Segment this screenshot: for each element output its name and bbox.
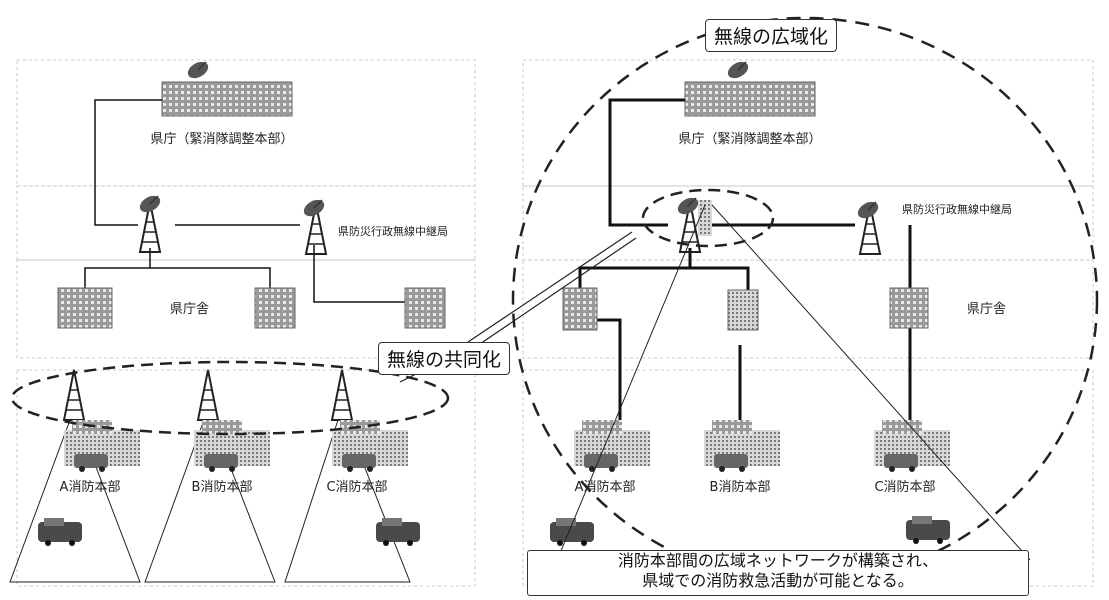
left-unit-c-truck-icon [376,518,420,546]
joint-use-callout: 無線の共同化 [378,342,511,375]
left-unit-b-coverage [144,419,276,583]
right-unit-a-label: A消防本部 [575,479,636,495]
bottom-note-line-1: 消防本部間の広域ネットワークが構築され、 [617,551,939,570]
left-unit-c-label: C消防本部 [326,479,387,495]
right-unit-c-label: C消防本部 [874,479,935,495]
left-hq-dish-icon [184,57,212,83]
right-pref-building-icon [562,287,598,331]
left-unit-b: B消防本部 [144,369,276,583]
right-hq-label: 県庁（緊消隊調整本部） [678,131,821,147]
right-unit-b: B消防本部 [704,420,780,495]
left-hq-building-icon [161,81,293,117]
left-pref-building-2-icon [254,287,296,329]
wide-area-callout: 無線の広域化 [705,19,838,52]
right-unit-b-building-icon [704,420,780,472]
right-unit-a: A消防本部 [550,420,650,546]
left-unit-b-building-icon [194,420,270,472]
right-repeater-icon [698,200,712,236]
right-hq-dish-icon [724,57,752,83]
right-unit-c-truck-icon [906,516,950,544]
right-hq-building-icon [684,81,816,117]
left-unit-c: C消防本部 [284,369,420,583]
right-pref-building-2-icon [727,289,759,331]
right-row-building [522,259,1094,359]
joint-pointer-line-1 [467,231,633,343]
left-unit-b-tower-icon [197,369,219,421]
left-joint-ellipse [10,360,450,436]
left-pref-building-icon [57,287,113,329]
right-building-link [578,266,750,318]
left-tower-dish-icon [136,191,164,217]
left-unit-a-tower-icon [63,369,85,421]
left-row-relay [16,185,476,261]
left-unit-c-building-icon [332,420,408,472]
right-relay-label: 県防災行政無線中継局 [902,202,1012,216]
right-unit-c: C消防本部 [874,420,950,544]
left-relay-label: 県防災行政無線中継局 [338,224,448,238]
left-unit-a: A消防本部 [9,369,141,583]
left-unit-c-coverage [284,419,411,583]
left-hq-label: 県庁（緊消隊調整本部） [150,131,293,147]
left-unit-c-tower-icon [331,369,353,421]
right-radio-line-a [547,204,706,583]
left-pref-building-3-icon [404,287,446,329]
bottom-note: 消防本部間の広域ネットワークが構築され、 県域での消防救急活動が可能となる。 [527,550,1029,596]
right-unit-a-truck-icon [550,518,594,546]
left-panel: 県庁（緊消隊調整本部） 県防災行政無線中継局 県庁舎 A消防本部 [9,57,476,587]
left-unit-b-label: B消防本部 [192,479,253,495]
right-unit-b-label: B消防本部 [710,479,771,495]
left-row-building [16,259,476,359]
joint-pointer-line-2 [473,237,637,349]
bottom-note-line-2: 県域での消防救急活動が可能となる。 [642,571,914,590]
left-unit-a-label: A消防本部 [60,479,121,495]
left-row-units [16,369,476,587]
left-row-hq [16,59,476,187]
left-unit-a-truck-icon [38,518,82,546]
left-hq-link [94,99,162,226]
right-relay-ellipse [641,188,775,248]
right-pref-building-3-icon [889,287,929,329]
right-radio-line-c [711,204,1031,561]
right-panel: 県庁（緊消隊調整本部） 県防災行政無線中継局 県庁舎 A消防本部 [511,16,1099,587]
left-pref-building-label: 県庁舎 [170,302,209,317]
right-hq-link [608,98,685,227]
left-unit-a-coverage [9,419,141,583]
right-pref-building-label: 県庁舎 [967,302,1006,317]
